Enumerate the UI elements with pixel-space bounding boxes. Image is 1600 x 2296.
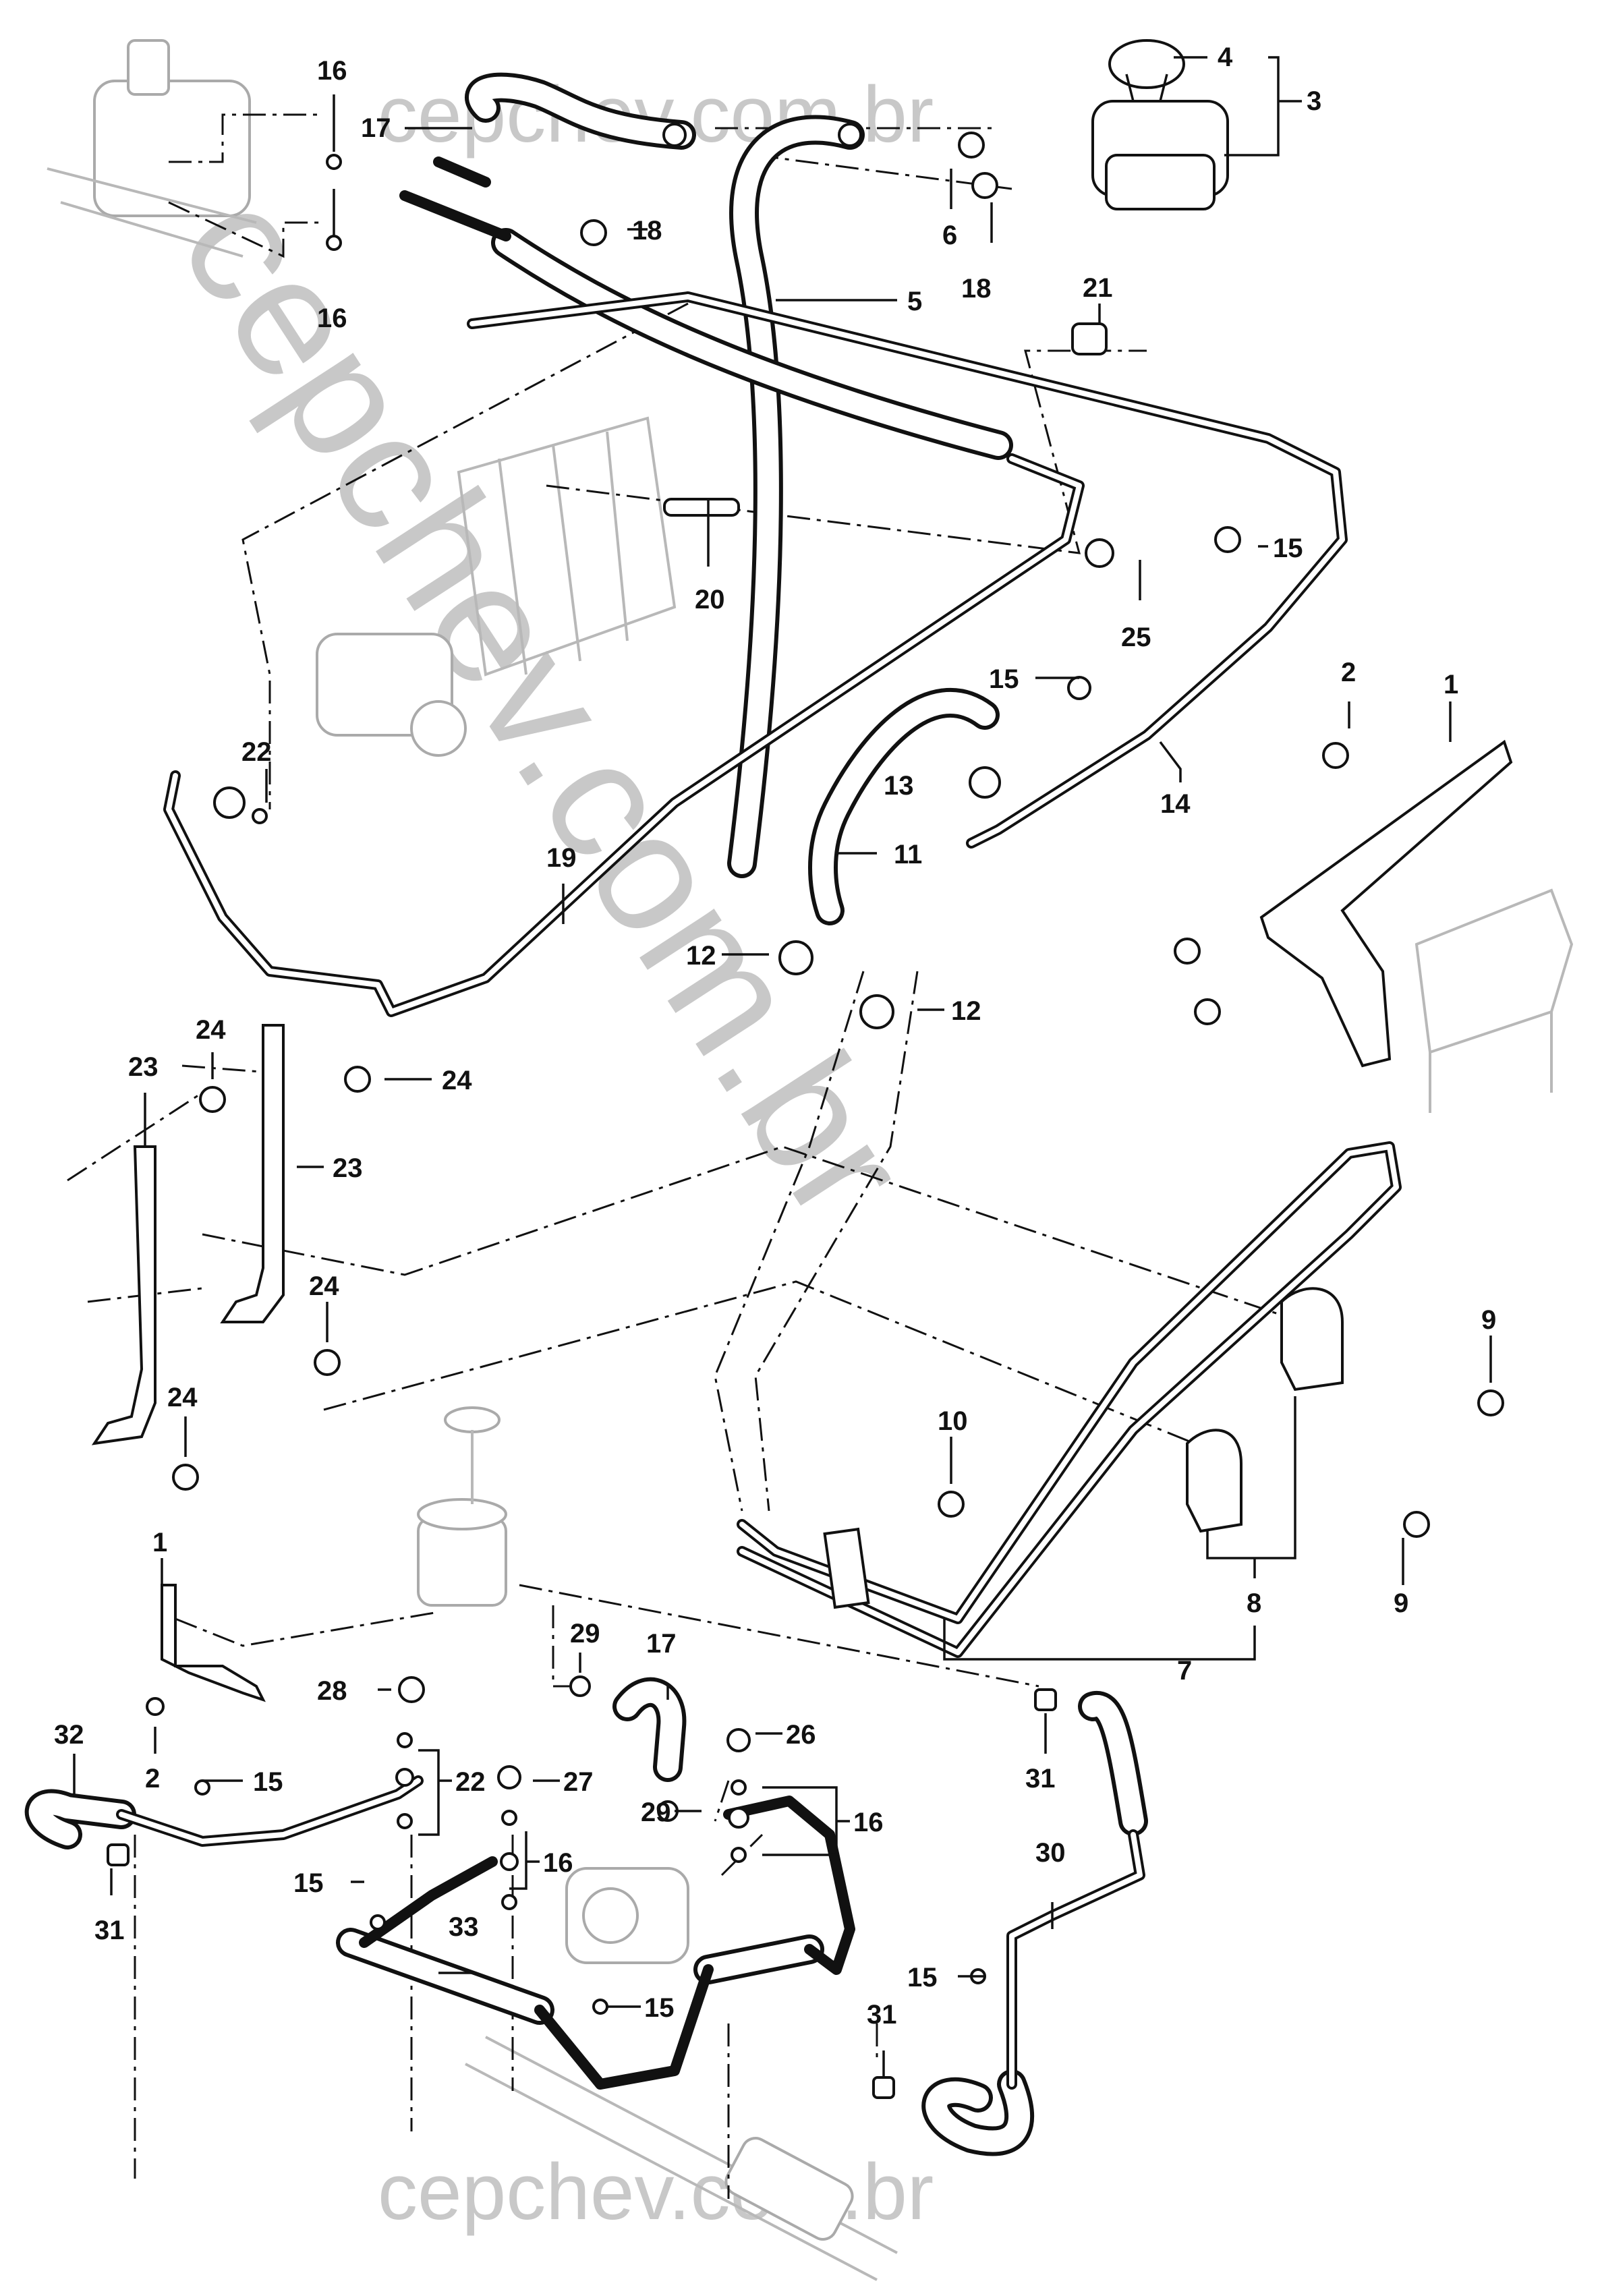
callout-5: 5: [907, 287, 922, 316]
callout-19: 19: [546, 843, 577, 873]
callout-27: 27: [563, 1767, 594, 1797]
callout-24: 24: [196, 1015, 226, 1045]
callout-3: 3: [1307, 86, 1321, 116]
callout-1: 1: [1444, 670, 1458, 699]
steering-rack-ghost-bottom: [465, 2036, 898, 2281]
callout-26: 26: [786, 1720, 816, 1750]
pressure-hose-upper: [491, 228, 1013, 460]
callout-11: 11: [894, 840, 922, 869]
bracket-1-upper: [1259, 739, 1513, 1068]
tube-22-lower: [116, 1775, 424, 1847]
hose-5-return: [727, 115, 865, 878]
callout-2: 2: [145, 1764, 160, 1793]
callout-13: 13: [884, 771, 914, 801]
callout-21: 21: [1083, 273, 1113, 303]
callout-15: 15: [1273, 534, 1303, 563]
callout-31: 31: [867, 2000, 897, 2030]
callout-9: 9: [1394, 1588, 1408, 1618]
callout-14: 14: [1160, 789, 1191, 819]
hose-17-upper: [465, 72, 696, 150]
fittings: [107, 123, 1504, 2099]
callout-30: 30: [1035, 1838, 1066, 1868]
bracket-10-mount: [823, 1527, 870, 1609]
callout-31: 31: [1025, 1764, 1056, 1793]
hose-32: [24, 1789, 136, 1849]
callout-17: 17: [646, 1629, 677, 1659]
callout-32: 32: [54, 1720, 84, 1750]
callout-22: 22: [241, 737, 272, 767]
callout-labels: 16 17 4 3 6 18 18 16 5 21 20 25 15 15 2 …: [54, 42, 1496, 2030]
callout-12: 12: [686, 941, 716, 971]
clamps-8: [1186, 1287, 1344, 1533]
tube-30: [1006, 1829, 1145, 2090]
steering-pump-ghost-bottom: [565, 1867, 689, 1964]
callout-23: 23: [128, 1052, 159, 1082]
tube-16-lower: [359, 1796, 855, 2090]
callout-28: 28: [317, 1676, 347, 1706]
hose-33: [336, 1928, 824, 2025]
callout-7: 7: [1177, 1656, 1192, 1686]
callout-16: 16: [543, 1848, 573, 1878]
tube-19-14-frame: [163, 156, 1348, 1017]
bracket-23-left: [91, 1024, 285, 1445]
callout-23: 23: [333, 1153, 363, 1183]
callout-1: 1: [152, 1528, 167, 1557]
callout-15: 15: [907, 1963, 938, 1992]
reservoir-ghost-bottom: [417, 1406, 507, 1607]
body-panel-ghost-right: [1415, 888, 1574, 1113]
callout-16: 16: [317, 304, 347, 333]
callout-18: 18: [961, 274, 992, 304]
engine-ghost-center: [316, 416, 677, 757]
callout-10: 10: [938, 1406, 968, 1436]
assembly-lines: [67, 113, 1323, 2199]
leader-lines: [73, 56, 1492, 2077]
callout-31: 31: [94, 1916, 125, 1945]
callout-24: 24: [309, 1271, 339, 1301]
callout-29: 29: [641, 1798, 671, 1827]
callout-9: 9: [1481, 1305, 1496, 1335]
hose-11-supply: [808, 687, 1000, 925]
callout-18: 18: [632, 216, 662, 246]
callout-29: 29: [570, 1619, 600, 1648]
callout-2: 2: [1341, 658, 1356, 687]
callout-33: 33: [449, 1912, 479, 1942]
callout-16: 16: [853, 1808, 884, 1837]
tube-8-cooler: [737, 1141, 1402, 1658]
callout-20: 20: [695, 585, 725, 614]
callout-24: 24: [167, 1383, 198, 1412]
callout-15: 15: [293, 1868, 324, 1898]
callout-6: 6: [942, 221, 957, 250]
callout-17: 17: [361, 113, 391, 143]
bracket-1-lower: [161, 1584, 266, 1702]
steering-gear-ghost-top: [47, 39, 257, 258]
callout-15: 15: [989, 664, 1019, 694]
callout-15: 15: [253, 1767, 283, 1797]
callout-25: 25: [1121, 623, 1151, 652]
callout-8: 8: [1247, 1588, 1261, 1618]
callout-24: 24: [442, 1066, 472, 1095]
hose-17-lower: [612, 1677, 687, 1782]
callout-15: 15: [644, 1993, 675, 2023]
reservoir-3: [1091, 39, 1229, 210]
callout-16: 16: [317, 56, 347, 86]
callout-4: 4: [1218, 42, 1233, 72]
callout-22: 22: [455, 1767, 486, 1797]
hose-return-lower-right: [921, 1691, 1148, 2156]
callout-12: 12: [951, 996, 981, 1026]
